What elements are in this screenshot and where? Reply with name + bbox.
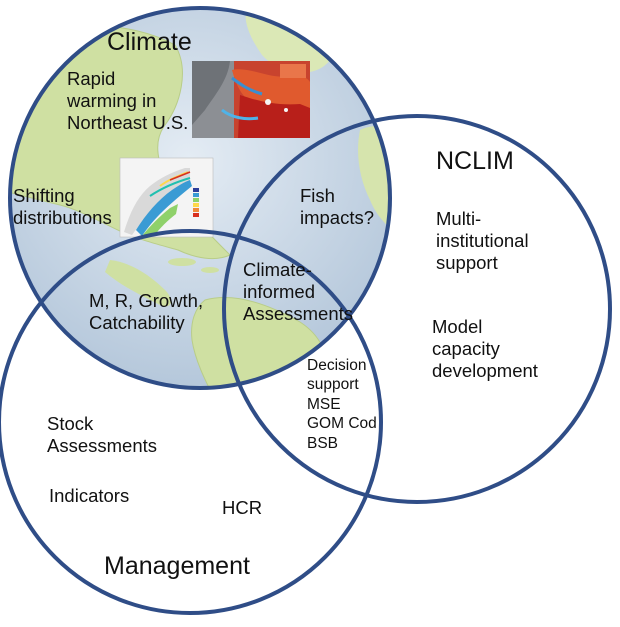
caribbean-island [201, 267, 219, 273]
rapid-warming-label: Rapid warming in Northeast U.S. [67, 68, 189, 133]
sst-heatmap [192, 61, 310, 138]
hcr-label: HCR [222, 497, 263, 518]
climate-informed-assessments-label: Climate- informed Assessments [243, 259, 354, 324]
multi-institutional-label: Multi- institutional support [436, 208, 529, 273]
climate-circle [8, 6, 392, 390]
fish-impacts-label: Fish impacts? [300, 185, 375, 228]
management-title: Management [104, 552, 250, 580]
indicators-label: Indicators [49, 485, 130, 506]
management-circle [0, 229, 383, 615]
distribution-map [119, 157, 214, 238]
stock-assessments-label: Stock Assessments [47, 413, 158, 456]
caribbean-island [168, 258, 196, 266]
europe-landmass [358, 126, 390, 240]
decision-support-label: Decision support MSE GOM Cod BSB [307, 357, 377, 452]
shifting-distributions-label: Shifting distributions [13, 185, 112, 228]
model-capacity-label: Model capacity development [432, 316, 538, 381]
mortality-growth-label: M, R, Growth, Catchability [89, 290, 204, 333]
nclim-title: NCLIM [436, 147, 514, 175]
climate-title: Climate [107, 28, 192, 56]
central-america-landmass [105, 260, 172, 307]
nclim-circle [222, 114, 612, 504]
